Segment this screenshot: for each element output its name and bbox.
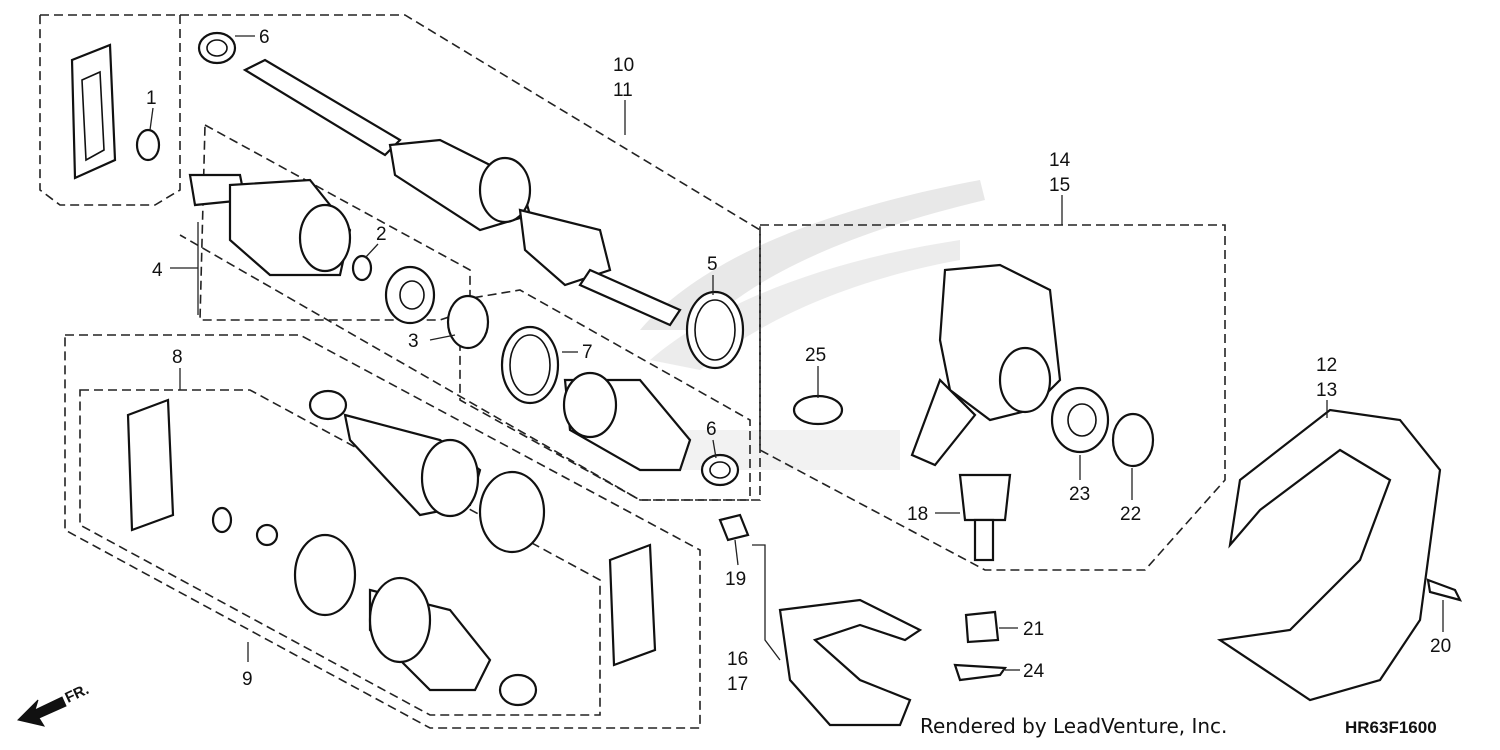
boot-middle (562, 371, 692, 472)
callout-8: 8 (172, 347, 183, 368)
leader-lines (149, 35, 1444, 671)
callout-6-mid: 6 (706, 419, 717, 440)
callout-6-top: 6 (259, 27, 270, 48)
callout-10: 10 (613, 55, 634, 76)
boot-outer-2 (293, 533, 538, 707)
ring-25 (792, 394, 844, 426)
circlip-2 (351, 254, 373, 282)
ball-joint-18 (958, 473, 1012, 562)
direction-label: FR. (63, 681, 92, 707)
diagram-code: HR63F1600 (1345, 718, 1437, 737)
boot-outer-1 (308, 389, 546, 554)
grease-pack-top (70, 43, 117, 180)
nut-small (255, 523, 279, 547)
callout-9: 9 (242, 669, 253, 690)
boot-band-5 (685, 290, 745, 370)
bearing-23 (1050, 386, 1110, 454)
drive-shaft-assembly (242, 58, 682, 327)
cotter-pin-24 (953, 663, 1008, 682)
callout-20: 20 (1430, 636, 1451, 657)
bracket (778, 598, 923, 727)
circlip-small (211, 506, 233, 534)
callout-12: 12 (1316, 355, 1337, 376)
callout-11: 11 (613, 80, 633, 101)
callout-23: 23 (1069, 484, 1090, 505)
callout-22: 22 (1120, 504, 1141, 525)
callouts: 1 2 3 4 5 6 6 7 8 9 10 11 12 13 14 15 16… (146, 27, 1451, 695)
callout-19: 19 (725, 569, 746, 590)
grease-pack-right (608, 543, 657, 667)
castle-nut-21 (964, 610, 1000, 644)
grease-pack-left (126, 398, 175, 532)
callout-21: 21 (1023, 619, 1044, 640)
ring-3 (446, 294, 490, 350)
callout-18: 18 (907, 504, 928, 525)
splash-guard (1216, 408, 1442, 702)
bearing-cage (384, 265, 436, 325)
render-credit: Rendered by LeadVenture, Inc. (920, 714, 1227, 738)
callout-16: 16 (727, 649, 748, 670)
circlip-22 (1111, 412, 1155, 468)
circlip-1 (135, 128, 161, 162)
direction-arrow-icon (17, 696, 67, 727)
callout-15: 15 (1049, 175, 1070, 196)
callout-3: 3 (408, 331, 419, 352)
boot-band-6-top (197, 31, 237, 65)
callout-14: 14 (1049, 150, 1071, 171)
inner-joint-4 (188, 173, 352, 277)
boot-band-6-mid (700, 453, 740, 487)
bolt-20 (1426, 578, 1463, 602)
callout-25: 25 (805, 345, 826, 366)
callout-13: 13 (1316, 380, 1337, 401)
boot-band-7 (500, 325, 560, 405)
callout-5: 5 (707, 254, 718, 275)
front-direction-indicator: FR. (17, 681, 92, 727)
callout-7: 7 (582, 342, 593, 363)
callout-17: 17 (727, 674, 748, 695)
callout-2: 2 (376, 224, 387, 245)
callout-1: 1 (146, 88, 157, 109)
steering-knuckle (910, 263, 1062, 467)
callout-4: 4 (152, 260, 163, 281)
callout-24: 24 (1023, 661, 1045, 682)
bolt-19 (718, 513, 750, 542)
